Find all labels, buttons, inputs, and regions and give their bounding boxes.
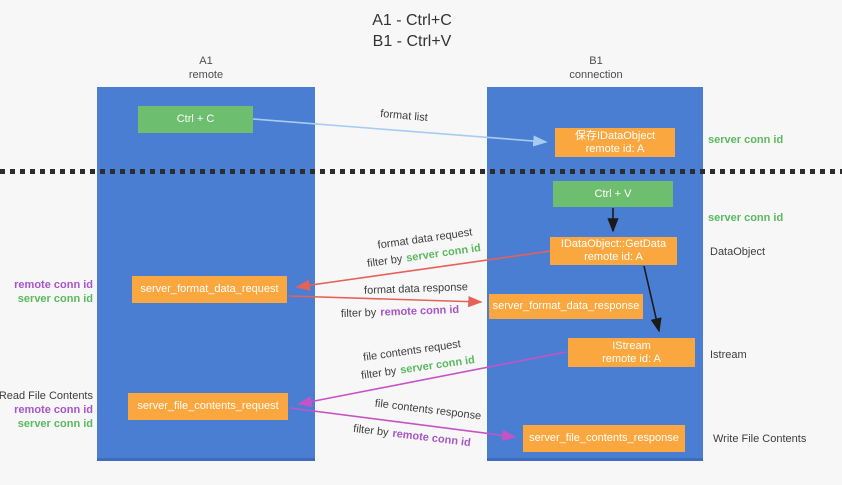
istream-line1: IStream (612, 339, 651, 352)
istream-annotation: Istream (710, 349, 747, 361)
filter-prefix: filter by (360, 365, 398, 382)
file-request-label: server_file_contents_request (137, 400, 279, 412)
lifeline-b1-name: B1 (589, 55, 603, 67)
save-idataobject-box: 保存IDataObject remote id: A (555, 128, 675, 157)
file-contents-response-label: file contents response (374, 397, 482, 423)
getdata-line1: IDataObject::GetData (560, 238, 667, 250)
server-conn-id-annotation-mid: server conn id (708, 212, 784, 224)
save-idataobject-line2: remote id: A (585, 142, 645, 155)
lifeline-header-a1: A1 remote (97, 54, 315, 82)
istream-box: IStream remote id: A (568, 338, 695, 367)
format-response-label: server_format_data_response (492, 300, 640, 312)
ctrl-v-action-box: Ctrl + V (553, 181, 673, 207)
filter-prefix: filter by (340, 306, 377, 321)
lifeline-header-b1: B1 connection (487, 54, 705, 82)
getdata-line2: remote id: A (584, 251, 643, 263)
diagram-title: A1 - Ctrl+C B1 - Ctrl+V (0, 10, 824, 52)
lifeline-a1-name: A1 (199, 55, 213, 67)
ctrl-c-action-box: Ctrl + C (138, 106, 253, 133)
server-conn-id-annotation-top: server conn id (708, 134, 784, 146)
filter-prefix: filter by (352, 422, 390, 440)
dataobject-annotation: DataObject (710, 246, 766, 258)
server-format-data-request-box: server_format_data_request (132, 276, 287, 303)
remote-conn-id-annotation-2: remote conn id (14, 404, 93, 416)
remote-conn-id-value: remote conn id (391, 427, 472, 450)
remote-conn-id-annotation-1: remote conn id (14, 279, 93, 291)
save-idataobject-line1: 保存IDataObject (574, 129, 656, 142)
phase-separator-dotted-line (0, 169, 842, 174)
filter-prefix: filter by (366, 253, 404, 270)
title-line-ctrl-v: B1 - Ctrl+V (372, 33, 452, 50)
remote-conn-id-value: remote conn id (380, 303, 460, 319)
format-request-label: server_format_data_request (140, 283, 279, 295)
idataobject-getdata-box: IDataObject::GetData remote id: A (550, 237, 677, 265)
format-data-response-arrow (288, 295, 483, 308)
server-conn-id-annotation-2: server conn id (17, 418, 93, 430)
lifeline-a1-role: remote (188, 69, 224, 81)
server-conn-id-value: server conn id (399, 354, 476, 377)
ctrl-c-label: Ctrl + C (176, 113, 215, 125)
read-file-contents-annotation: Read File Contents (0, 390, 93, 402)
server-format-data-response-box: server_format_data_response (489, 294, 643, 319)
title-line-ctrl-c: A1 - Ctrl+C (372, 12, 452, 29)
lifeline-b1-role: connection (569, 69, 623, 81)
server-file-contents-request-box: server_file_contents_request (128, 393, 288, 420)
left-conn-id-block-format: remote conn id server conn id (14, 278, 93, 306)
server-conn-id-annotation-1: server conn id (17, 293, 93, 305)
server-file-contents-response-box: server_file_contents_response (523, 425, 685, 452)
write-file-contents-annotation: Write File Contents (713, 433, 807, 445)
ctrl-v-label: Ctrl + V (594, 187, 632, 200)
format-data-response-label: format data response (363, 281, 469, 297)
file-response-label: server_file_contents_response (529, 432, 679, 444)
left-conn-id-block-file: Read File Contents remote conn id server… (0, 389, 93, 431)
format-list-arrow-label: format list (379, 107, 429, 125)
istream-line2: remote id: A (602, 352, 661, 365)
